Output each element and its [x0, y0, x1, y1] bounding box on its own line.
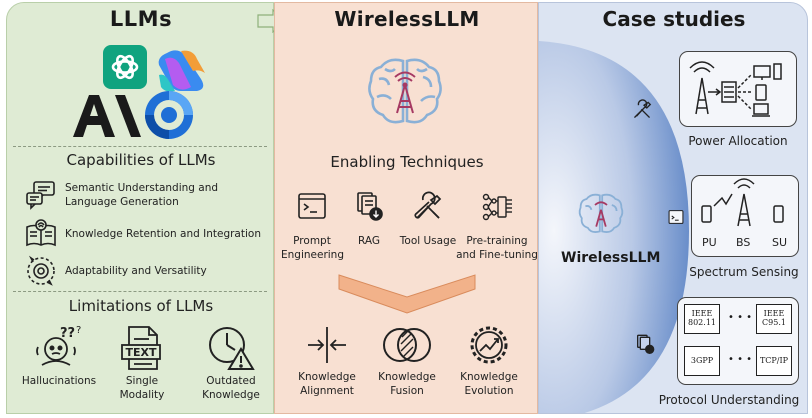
spectrum-tower-icon — [701, 178, 784, 227]
rag-small-icon — [637, 334, 655, 354]
terminal-icon — [298, 193, 326, 219]
chevron-down-arrow-icon — [338, 274, 476, 314]
limitation-outdated-label: Outdated — [206, 375, 256, 387]
limitation-hallucinations: ?? ? Hallucinations — [17, 325, 101, 389]
limitations-heading: Limitations of LLMs — [68, 297, 214, 315]
protocol-understanding-label: Protocol Understanding — [658, 393, 800, 407]
capabilities-heading: Capabilities of LLMs — [66, 151, 216, 169]
technique-rag: RAG — [343, 191, 395, 249]
capability-knowledge: Knowledge Retention and Integration — [25, 218, 270, 250]
limitation-knowledge-label: Knowledge — [202, 388, 260, 401]
doc-text-mark: TEXT — [125, 346, 156, 359]
knowledge-evolution-line2: Evolution — [464, 384, 514, 397]
tools-small-icon — [633, 99, 652, 119]
alignment-arrows-icon — [308, 327, 346, 363]
limitation-outdated-knowledge: Outdated Knowledge — [193, 325, 269, 402]
capability-semantic-label: Semantic Understanding and Language Gene… — [65, 181, 219, 208]
knowledge-fusion-line1: Knowledge — [378, 371, 436, 383]
wirelessllm-title: WirelessLLM — [334, 7, 480, 31]
small-wireless-brain-icon — [578, 193, 624, 233]
llm-logos — [69, 45, 229, 141]
spectrum-sensing-box: PU BS SU — [691, 175, 799, 257]
knowledge-alignment-line2: Alignment — [300, 384, 354, 397]
power-network-icon — [689, 61, 782, 117]
limitation-hallucinations-label: Hallucinations — [21, 375, 97, 387]
case-studies-panel: Case studies WirelessLLM — [538, 2, 808, 414]
limitation-single-label: Single — [125, 375, 159, 387]
chat-bubbles-icon — [25, 179, 57, 211]
knowledge-alignment: Knowledge Alignment — [287, 325, 367, 398]
capability-semantic: Semantic Understanding and Language Gene… — [25, 179, 270, 211]
terminal-small-icon — [668, 210, 684, 224]
knowledge-evolution-line1: Knowledge — [460, 371, 518, 383]
clock-warning-icon — [209, 327, 255, 370]
doc-ieee80211: IEEE 802.11 — [684, 304, 720, 334]
protocol-understanding-box: IEEE 802.11 • • • IEEE C95.1 3GPP • • • … — [677, 297, 799, 385]
sphere-wirelessllm-label: WirelessLLM — [561, 250, 661, 266]
limitations-divider — [13, 291, 267, 292]
technique-rag-label: RAG — [357, 235, 380, 247]
capabilities-divider — [13, 146, 267, 147]
adaptive-gear-icon — [25, 255, 57, 287]
spectrum-sensing-label: Spectrum Sensing — [689, 265, 799, 279]
technique-pretraining: Pre-training and Fine-tuning — [455, 191, 539, 262]
ellipsis-top: • • • — [728, 312, 753, 323]
technique-pretraining-line1: Pre-training — [466, 235, 528, 247]
llms-title: LLMs — [109, 7, 173, 31]
rag-documents-icon — [357, 192, 383, 221]
svg-text:?: ? — [76, 325, 81, 336]
doc-3gpp: 3GPP — [684, 346, 720, 376]
knowledge-fusion-line2: Fusion — [390, 384, 424, 397]
technique-prompt-line1: Prompt — [293, 235, 331, 247]
wireless-brain-icon — [368, 58, 442, 124]
svg-text:??: ?? — [60, 326, 75, 341]
knowledge-alignment-line1: Knowledge — [298, 371, 356, 383]
tools-icon — [414, 191, 442, 219]
text-document-icon: TEXT — [121, 326, 161, 370]
node-su-label: SU — [772, 236, 788, 249]
technique-tool-usage: Tool Usage — [397, 191, 459, 249]
wirelessllm-panel: WirelessLLM Enabling Techniques Prompt — [274, 2, 538, 414]
power-allocation-box — [679, 51, 797, 127]
chatgpt-logo-icon — [103, 45, 147, 89]
blue-swirl-logo-icon — [145, 91, 193, 139]
node-bs-label: BS — [736, 236, 751, 249]
knowledge-evolution: Knowledge Evolution — [447, 325, 531, 398]
technique-tool-label: Tool Usage — [399, 235, 457, 247]
limitation-single-modality: TEXT Single Modality — [107, 325, 177, 402]
confused-person-icon: ?? ? — [36, 325, 81, 366]
llms-panel: LLMs — [6, 2, 274, 414]
anthropic-logo-icon — [73, 95, 141, 137]
case-studies-title: Case studies — [602, 7, 746, 31]
doc-ieeec951: IEEE C95.1 — [756, 304, 792, 334]
node-pu-label: PU — [702, 236, 717, 249]
doc-tcpip: TCP/IP — [756, 346, 792, 376]
capability-adaptability-label: Adaptability and Versatility — [65, 264, 207, 277]
copilot-logo-icon — [158, 50, 205, 92]
power-allocation-label: Power Allocation — [688, 134, 788, 148]
ellipsis-bottom: • • • — [728, 354, 753, 365]
evolution-gear-icon — [470, 326, 508, 364]
fusion-circles-icon — [383, 328, 431, 362]
capability-adaptability: Adaptability and Versatility — [25, 255, 270, 287]
knowledge-fusion: Knowledge Fusion — [367, 325, 447, 398]
technique-prompt-engineering: Prompt Engineering — [281, 191, 344, 262]
limitation-modality-label: Modality — [119, 388, 165, 401]
technique-prompt-line2: Engineering — [281, 248, 344, 261]
capability-knowledge-label: Knowledge Retention and Integration — [65, 227, 261, 240]
technique-pretraining-line2: and Fine-tuning — [456, 248, 538, 261]
book-brain-icon — [25, 218, 57, 250]
neural-chip-icon — [482, 193, 512, 221]
enabling-techniques-heading: Enabling Techniques — [330, 153, 484, 171]
